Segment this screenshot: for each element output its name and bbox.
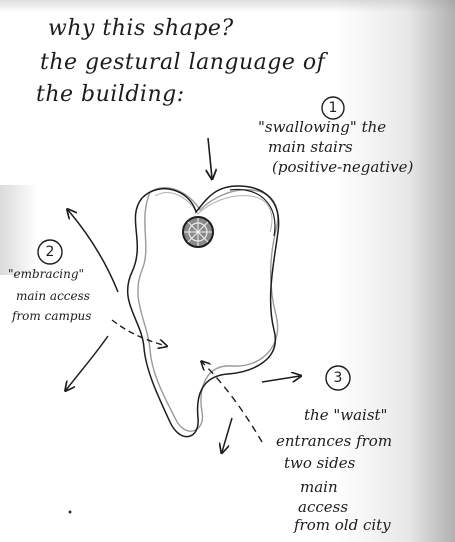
- note-4-line-3: from old city: [294, 518, 391, 533]
- heading-line-2: the gestural language of: [40, 52, 325, 74]
- arrow-down-left: [66, 336, 108, 390]
- heading-line-1: why this shape?: [48, 18, 234, 40]
- note-2-line-2: main access: [16, 290, 90, 302]
- note-4-line-2: access: [298, 500, 348, 515]
- arrow-waist-right: [262, 376, 300, 382]
- note-1-line-2: main stairs: [268, 140, 353, 155]
- note-2-line-3: from campus: [12, 310, 91, 322]
- arrow-campus-dashed: [112, 320, 166, 346]
- note-2-number: 2: [38, 240, 62, 264]
- note-4-line-1: main: [300, 480, 338, 495]
- note-2-line-1: "embracing": [8, 268, 84, 280]
- note-1-line-3: (positive-negative): [272, 160, 413, 175]
- building-outline-pencil-2: [155, 193, 272, 232]
- heading-line-3: the building:: [36, 84, 185, 106]
- note-3-number: 3: [326, 366, 350, 390]
- note-3-line-1: the "waist": [304, 408, 387, 423]
- stray-dot: [69, 511, 72, 514]
- note-1-number: 1: [321, 96, 345, 120]
- arrow-lower-down: [222, 418, 232, 452]
- arrow-down-top: [208, 138, 212, 178]
- note-3-line-2: entrances from: [276, 434, 392, 449]
- note-3-line-3: two sides: [284, 456, 355, 471]
- note-1-line-1: "swallowing" the: [258, 120, 386, 135]
- main-stairs-icon: [183, 217, 213, 247]
